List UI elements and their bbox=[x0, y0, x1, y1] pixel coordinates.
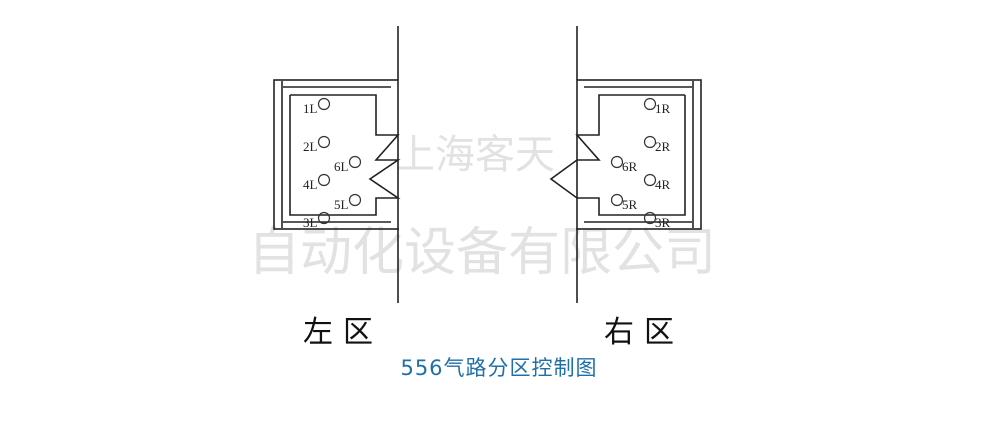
left-cavity bbox=[289, 94, 401, 216]
port-hole bbox=[317, 173, 331, 187]
port-label: 6L bbox=[334, 159, 349, 174]
left-zone-label: 左区 bbox=[303, 315, 383, 350]
right-zone-label: 右区 bbox=[604, 315, 684, 350]
port-6l: 6L bbox=[334, 155, 362, 174]
right-cavity bbox=[549, 94, 686, 216]
diagram-caption: 556气路分区控制图 bbox=[400, 356, 598, 380]
port-hole bbox=[317, 135, 331, 149]
port-label: 3L bbox=[303, 215, 318, 230]
port-5l: 5L bbox=[334, 193, 362, 212]
right-outer-frame bbox=[576, 79, 702, 230]
port-hole bbox=[643, 135, 657, 149]
port-hole bbox=[317, 211, 331, 225]
port-label: 3R bbox=[655, 215, 671, 230]
port-3l: 3L bbox=[303, 211, 331, 230]
left-outer-frame bbox=[273, 79, 399, 230]
port-hole bbox=[348, 155, 362, 169]
port-2r: 2R bbox=[643, 135, 671, 154]
port-4l: 4L bbox=[303, 173, 331, 192]
port-label: 6R bbox=[622, 159, 638, 174]
port-hole bbox=[348, 193, 362, 207]
port-hole bbox=[610, 155, 624, 169]
watermark: 上海客天 自动化设备有限公司 bbox=[248, 132, 716, 283]
left-ports: 1L 2L 4L 3L 6L 5L bbox=[303, 97, 362, 230]
port-label: 2L bbox=[303, 139, 318, 154]
watermark-line1: 上海客天 bbox=[395, 132, 555, 178]
port-hole bbox=[317, 97, 331, 111]
port-6r: 6R bbox=[610, 155, 638, 174]
port-label: 1L bbox=[303, 101, 318, 116]
left-block bbox=[273, 26, 401, 303]
port-2l: 2L bbox=[303, 135, 331, 154]
port-hole bbox=[643, 173, 657, 187]
port-label: 5L bbox=[334, 197, 349, 212]
port-4r: 4R bbox=[643, 173, 671, 192]
watermark-line2: 自动化设备有限公司 bbox=[248, 223, 716, 283]
port-hole bbox=[643, 211, 657, 225]
port-hole bbox=[610, 193, 624, 207]
port-3r: 3R bbox=[643, 211, 671, 230]
port-label: 2R bbox=[655, 139, 671, 154]
port-label: 5R bbox=[622, 197, 638, 212]
port-1l: 1L bbox=[303, 97, 331, 116]
port-label: 4L bbox=[303, 177, 318, 192]
right-block bbox=[549, 26, 702, 303]
right-ports: 1R 2R 6R 4R 5R 3R bbox=[610, 97, 671, 230]
port-label: 1R bbox=[655, 101, 671, 116]
port-label: 4R bbox=[655, 177, 671, 192]
port-hole bbox=[643, 97, 657, 111]
port-5r: 5R bbox=[610, 193, 638, 212]
port-1r: 1R bbox=[643, 97, 671, 116]
